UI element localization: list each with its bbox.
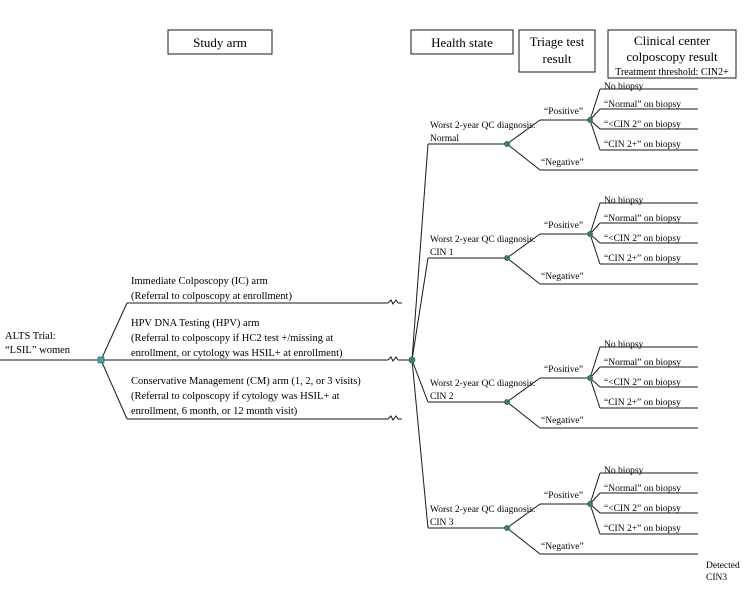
colposcopy-result-label: “CIN 2+” on biopsy <box>604 140 681 150</box>
svg-text:Detected: Detected <box>706 561 740 571</box>
svg-text:Clinical center: Clinical center <box>634 33 711 48</box>
triage-positive-label: “Positive” <box>544 491 583 501</box>
health-state-sublabel: Normal <box>430 134 459 144</box>
svg-text:ALTS Trial:: ALTS Trial: <box>5 331 56 342</box>
svg-text:(Referral to colposcopy if HC2: (Referral to colposcopy if HC2 test +/mi… <box>131 333 333 344</box>
colposcopy-chance-node <box>587 231 593 237</box>
svg-text:Conservative Management (CM) a: Conservative Management (CM) arm (1, 2, … <box>131 376 361 387</box>
health-state-sublabel: CIN 1 <box>430 248 454 258</box>
colposcopy-result-label: “<CIN 2” on biopsy <box>604 504 681 514</box>
arm-conservative-management: Conservative Management (CM) arm (1, 2, … <box>127 376 402 421</box>
colposcopy-result-label: No biopsy <box>604 82 644 92</box>
colposcopy-result-label: “Normal” on biopsy <box>604 100 681 110</box>
triage-chance-node <box>504 255 510 261</box>
colposcopy-result-label: “<CIN 2” on biopsy <box>604 234 681 244</box>
colposcopy-result-label: No biopsy <box>604 466 644 476</box>
svg-text:CIN3: CIN3 <box>706 573 727 583</box>
colposcopy-chance-node <box>587 501 593 507</box>
triage-negative-label: “Negative” <box>541 542 584 552</box>
triage-chance-node <box>504 525 510 531</box>
colposcopy-chance-node <box>587 375 593 381</box>
triage-chance-node <box>504 141 510 147</box>
triage-negative-label: “Negative” <box>541 272 584 282</box>
health-state-normal: Worst 2-year QC diagnosis: Normal “Positiv… <box>411 82 698 361</box>
svg-text:“LSIL” women: “LSIL” women <box>5 345 71 356</box>
header-triage-test-result: Triage test result <box>518 29 596 73</box>
health-state-label: Worst 2-year QC diagnosis: <box>430 379 536 389</box>
health-state-label: Worst 2-year QC diagnosis: <box>430 121 536 131</box>
health-state-cin2: Worst 2-year QC diagnosis: CIN 2 “Positive… <box>411 340 698 429</box>
triage-negative-label: “Negative” <box>541 416 584 426</box>
health-state-chance-node <box>408 356 416 364</box>
svg-text:Health state: Health state <box>431 35 493 50</box>
triage-chance-node <box>504 399 510 405</box>
health-state-cin1: Worst 2-year QC diagnosis: CIN 1 “Positive… <box>411 196 698 361</box>
header-clinical-center-result: Clinical center colposcopy result Treatm… <box>607 29 737 79</box>
root-node: ALTS Trial: “LSIL” women <box>0 302 128 420</box>
colposcopy-result-label: “CIN 2+” on biopsy <box>604 524 681 534</box>
svg-text:(Referral to colposcopy if cyt: (Referral to colposcopy if cytology was … <box>131 391 340 402</box>
svg-text:Treatment threshold: CIN2+: Treatment threshold: CIN2+ <box>615 67 729 78</box>
triage-positive-label: “Positive” <box>544 365 583 375</box>
colposcopy-chance-node <box>587 117 593 123</box>
svg-text:Triage test: Triage test <box>530 34 585 49</box>
triage-positive-label: “Positive” <box>544 221 583 231</box>
colposcopy-result-label: “<CIN 2” on biopsy <box>604 120 681 130</box>
colposcopy-result-label: “Normal” on biopsy <box>604 214 681 224</box>
colposcopy-result-label: No biopsy <box>604 196 644 206</box>
header-study-arm: Study arm <box>167 29 273 55</box>
svg-text:colposcopy result: colposcopy result <box>626 49 718 64</box>
health-state-sublabel: CIN 2 <box>430 392 454 402</box>
svg-text:Immediate Colposcopy (IC) arm: Immediate Colposcopy (IC) arm <box>131 276 268 287</box>
colposcopy-result-label: “CIN 2+” on biopsy <box>604 254 681 264</box>
colposcopy-result-label: “Normal” on biopsy <box>604 484 681 494</box>
health-state-sublabel: CIN 3 <box>430 518 454 528</box>
svg-text:(Referral to colposcopy at enr: (Referral to colposcopy at enrollment) <box>131 291 292 302</box>
colposcopy-result-label: “Normal” on biopsy <box>604 358 681 368</box>
colposcopy-result-label: No biopsy <box>604 340 644 350</box>
colposcopy-result-label: “<CIN 2” on biopsy <box>604 378 681 388</box>
header-health-state: Health state <box>410 29 514 55</box>
triage-negative-label: “Negative” <box>541 158 584 168</box>
svg-text:enrollment, 6 month, or 12 mon: enrollment, 6 month, or 12 month visit) <box>131 406 298 417</box>
svg-text:enrollment, or cytology was HS: enrollment, or cytology was HSIL+ at enr… <box>131 348 343 359</box>
svg-text:HPV DNA Testing (HPV) arm: HPV DNA Testing (HPV) arm <box>131 318 259 329</box>
health-state-label: Worst 2-year QC diagnosis: <box>430 235 536 245</box>
health-state-label: Worst 2-year QC diagnosis: <box>430 505 536 515</box>
health-state-cin3: Worst 2-year QC diagnosis: CIN 3 “Positive… <box>411 359 698 555</box>
triage-positive-label: “Positive” <box>544 107 583 117</box>
arm-immediate-colposcopy: Immediate Colposcopy (IC) arm (Referral … <box>127 276 402 305</box>
svg-text:result: result <box>543 51 572 66</box>
colposcopy-result-label: “CIN 2+” on biopsy <box>604 398 681 408</box>
svg-text:Study arm: Study arm <box>193 35 247 50</box>
arm-hpv-dna-testing: HPV DNA Testing (HPV) arm (Referral to c… <box>127 318 412 362</box>
